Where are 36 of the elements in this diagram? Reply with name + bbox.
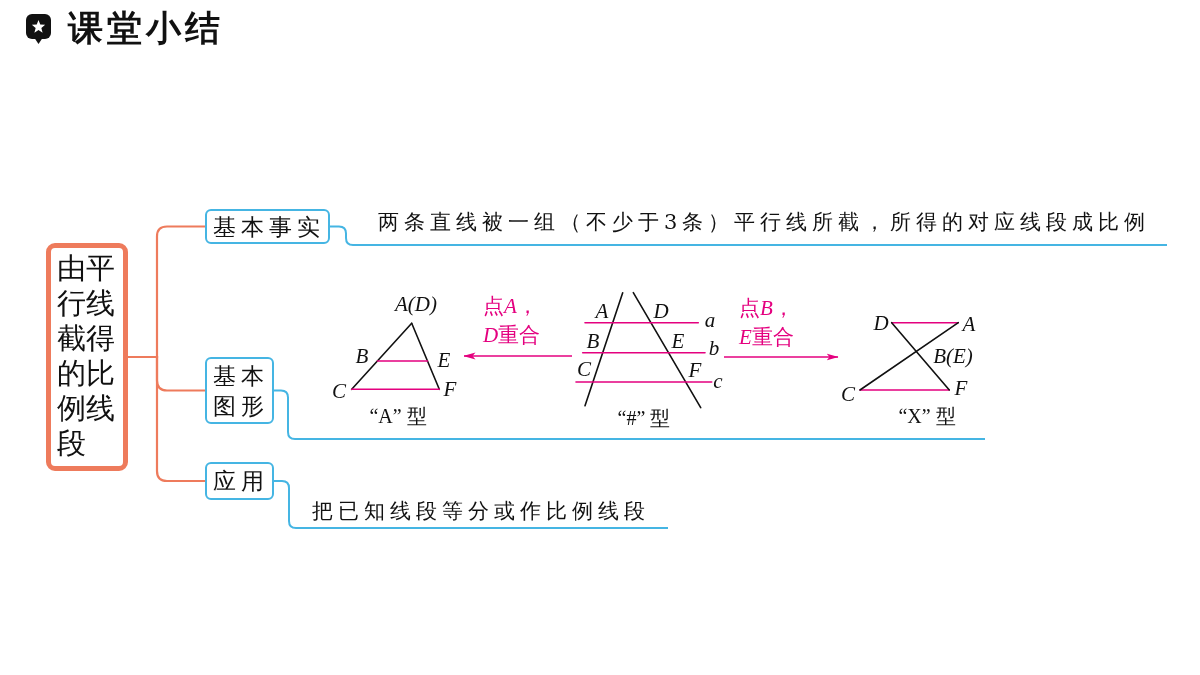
point-label: C [577, 358, 591, 380]
note-text: 把已知线段等分或作比例线段 [312, 498, 650, 525]
branch-label: 基本事实 [213, 212, 325, 242]
branch-box [205, 462, 274, 500]
branch-box [205, 357, 274, 424]
point-label: F [688, 359, 702, 381]
point-label: E [671, 330, 685, 352]
point-label: a [704, 309, 716, 331]
point-label: b [708, 337, 720, 359]
topic-box [46, 243, 128, 471]
topic-label: 由平行线截得的比例线段 [57, 251, 116, 461]
point-label: F [954, 377, 968, 399]
title: 课堂小结 [68, 6, 224, 50]
point-label: B [355, 345, 369, 367]
branch-box [205, 209, 330, 244]
point-label: A(D) [395, 293, 437, 315]
point-label: C [841, 383, 855, 405]
connector-line [329, 225, 356, 246]
point-label: D [653, 300, 669, 322]
figure-caption: “X” 型 [898, 405, 956, 427]
arrow [723, 353, 839, 361]
point-label: A [962, 313, 976, 335]
point-label: c [713, 370, 723, 392]
figure-caption: “A” 型 [369, 405, 427, 427]
point-label: E [437, 349, 451, 371]
branch-label: 基本图形 [213, 361, 270, 421]
branch-label: 应用 [213, 467, 269, 496]
point-label: D [873, 312, 889, 334]
point-label: B(E) [933, 345, 973, 367]
point-label: B [586, 330, 600, 352]
figure-caption: “#” 型 [617, 407, 671, 429]
note-text: 两条直线被一组（不少于3条）平行线所截，所得的对应线段成比例 [378, 209, 1151, 236]
point-label: F [443, 378, 457, 400]
arrow [463, 352, 573, 360]
point-label: C [332, 380, 346, 402]
point-label: A [595, 300, 609, 322]
